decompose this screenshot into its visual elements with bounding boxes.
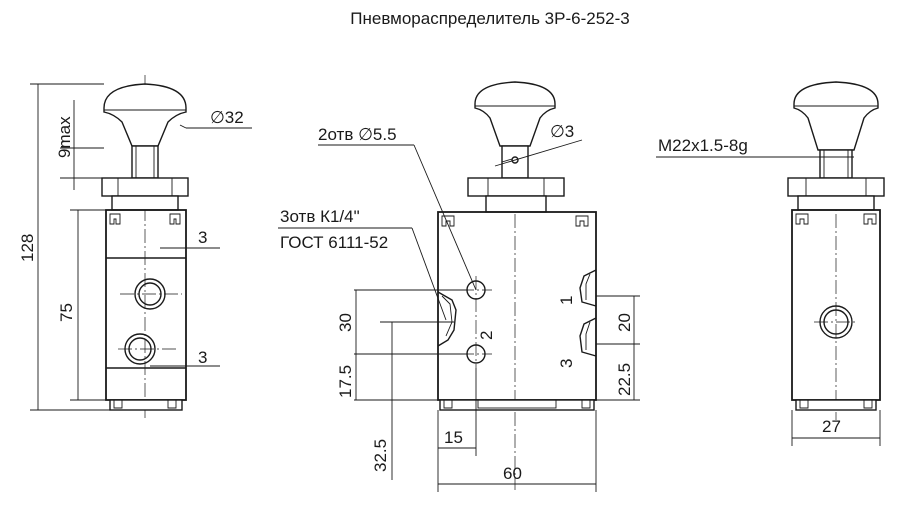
- drawing-title: Пневмораспределитель 3Р-6-252-3: [350, 9, 629, 28]
- label-thread-standard: ГОСТ 6111-52: [280, 233, 388, 252]
- dim-port-spacing: 30: [336, 313, 355, 332]
- dim-body-width: 60: [503, 464, 522, 483]
- dim-slot-bottom: 3: [198, 348, 207, 367]
- port-label-3: 3: [557, 359, 576, 368]
- right-view: M22x1.5-8g 27: [656, 81, 885, 446]
- dim-body-height: 75: [57, 303, 76, 322]
- knob-left: [103, 83, 187, 147]
- label-thread: 3отв К1/4": [280, 207, 360, 226]
- dim-knob-diameter: ∅32: [210, 108, 244, 127]
- knob-right: [793, 81, 879, 151]
- dim-right-view-width: 27: [822, 417, 841, 436]
- dim-right-height: 22.5: [615, 363, 634, 396]
- dim-right-spacing: 20: [615, 313, 634, 332]
- dim-stroke-max: 9max: [55, 116, 74, 158]
- label-stem-thread: M22x1.5-8g: [658, 136, 748, 155]
- center-view: 2отв ∅5.5 ∅3 3отв К1/4" ГОСТ 6111-52 2 1…: [278, 81, 640, 492]
- dim-total-height: 128: [18, 234, 37, 262]
- dim-base-offset: 32.5: [371, 439, 390, 472]
- dim-slot-top: 3: [198, 228, 207, 247]
- knob-center: [474, 81, 556, 147]
- port-label-2: 2: [477, 331, 496, 340]
- dim-port-offset: 15: [444, 428, 463, 447]
- dim-port-height: 17.5: [336, 365, 355, 398]
- port-label-1: 1: [557, 296, 576, 305]
- label-holes: 2отв ∅5.5: [318, 125, 397, 144]
- left-view: ∅32 9max 128 75 3 3: [18, 75, 252, 418]
- label-pin-diameter: ∅3: [550, 122, 574, 141]
